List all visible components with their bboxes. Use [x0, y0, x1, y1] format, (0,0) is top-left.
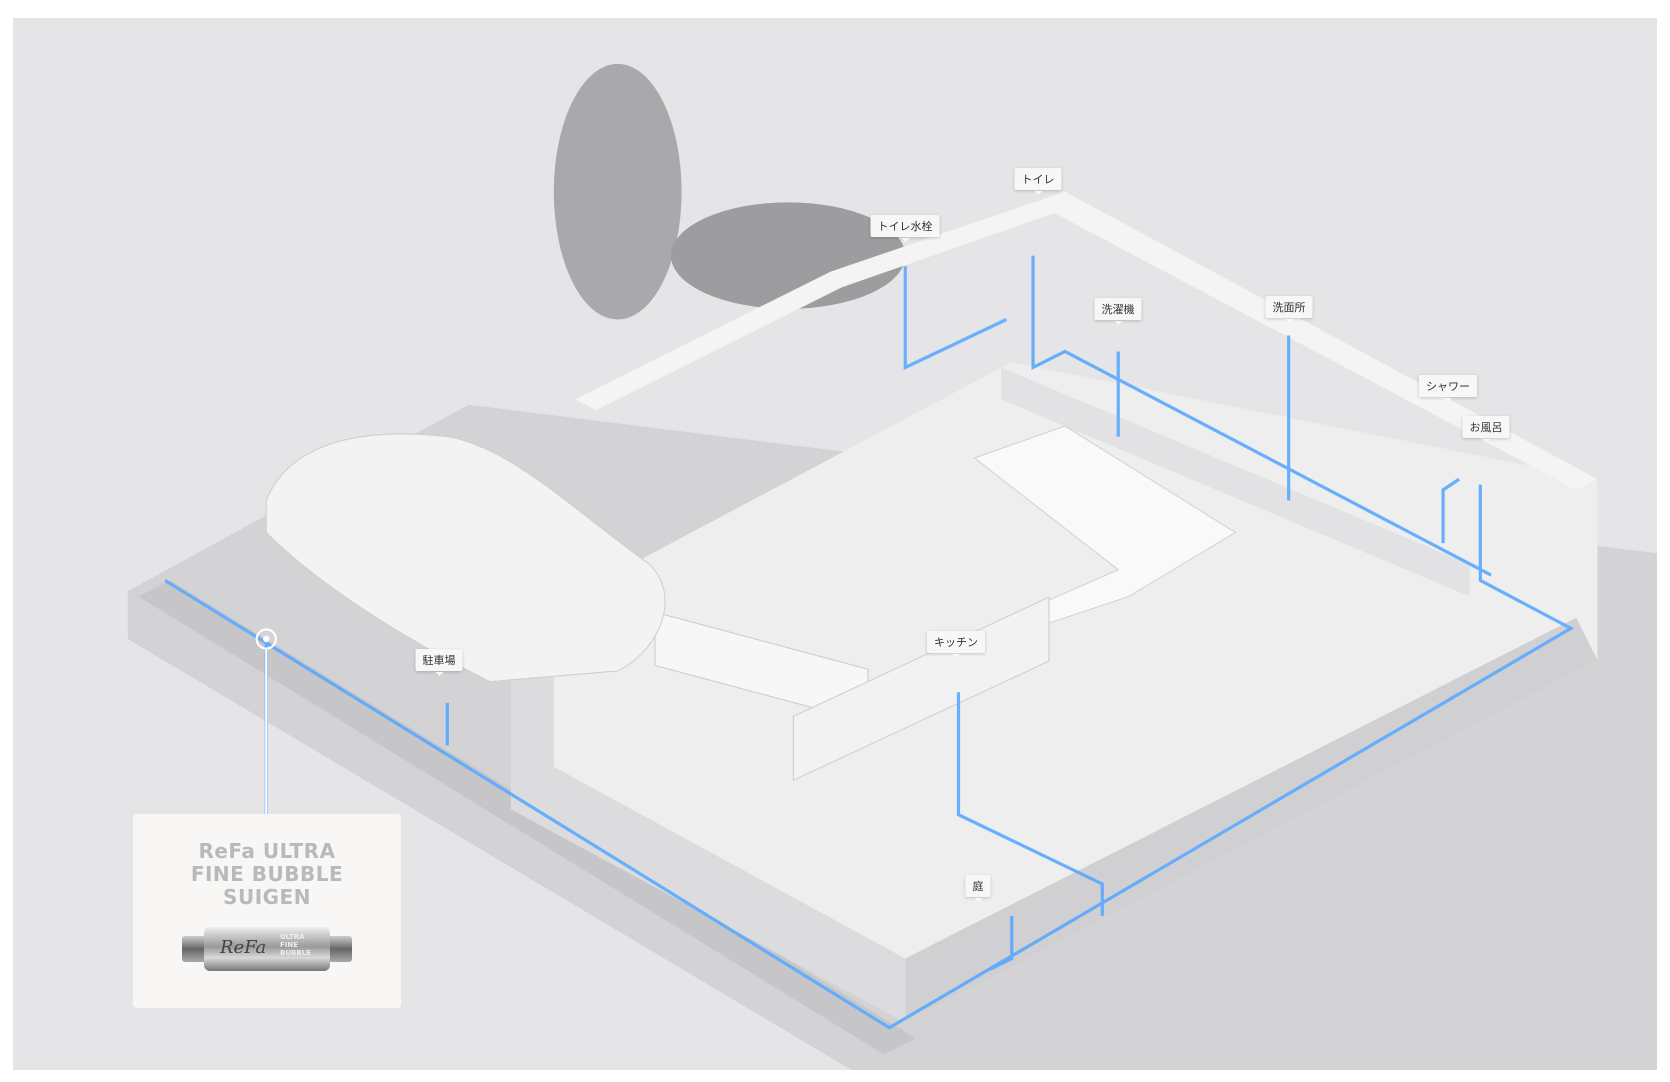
tree-icon — [553, 63, 682, 320]
label-kitchen: キッチン — [927, 631, 985, 658]
device-mini-line: ULTRA — [280, 933, 305, 941]
kitchen-counter — [792, 596, 1050, 782]
device-logo: ReFa — [220, 937, 267, 958]
product-name-line: ReFa ULTRA — [198, 839, 336, 863]
device-mini-text: ULTRA FINE BUBBLE — [280, 933, 311, 957]
front-wall-left — [511, 628, 906, 1023]
device-cap-left — [182, 936, 208, 962]
house-illustration: トイレ トイレ水栓 洗濯機 洗面所 シャワー お風呂 キッチン 駐車場 庭 — [13, 18, 1657, 1070]
product-name: ReFa ULTRA FINE BUBBLE SUIGEN — [133, 840, 401, 909]
label-washing-machine: 洗濯機 — [1094, 298, 1142, 325]
label-parking: 駐車場 — [415, 649, 463, 676]
branch-pipe-bath — [1441, 477, 1460, 544]
device-mini-line: BUBBLE — [280, 949, 311, 957]
label-shower: シャワー — [1419, 375, 1477, 402]
main-pipe — [164, 484, 1575, 1030]
sofa — [973, 425, 1237, 630]
label-toilet-faucet: トイレ水栓 — [870, 215, 940, 242]
label-toilet: トイレ — [1014, 168, 1062, 195]
car — [265, 433, 666, 683]
branch-pipe-kitchen — [956, 692, 1104, 916]
device-cap-right — [326, 936, 352, 962]
house-drawing — [127, 63, 1657, 1070]
branch-pipe-upper — [1031, 255, 1492, 577]
product-name-line: FINE BUBBLE — [190, 862, 344, 886]
branch-pipe-toilet — [903, 266, 1008, 370]
product-card: ReFa ULTRA FINE BUBBLE SUIGEN ReFa ULTRA… — [133, 814, 401, 1008]
product-name-line: SUIGEN — [223, 885, 311, 909]
device-body — [204, 927, 330, 971]
branch-pipe-garden2 — [989, 915, 1014, 971]
label-bath: お風呂 — [1462, 416, 1510, 443]
front-wall-right — [905, 617, 1598, 1023]
label-washroom: 洗面所 — [1265, 296, 1313, 323]
suigen-device-image: ReFa ULTRA FINE BUBBLE — [182, 927, 352, 971]
label-garden: 庭 — [965, 875, 991, 902]
device-mini-line: FINE — [280, 941, 299, 949]
